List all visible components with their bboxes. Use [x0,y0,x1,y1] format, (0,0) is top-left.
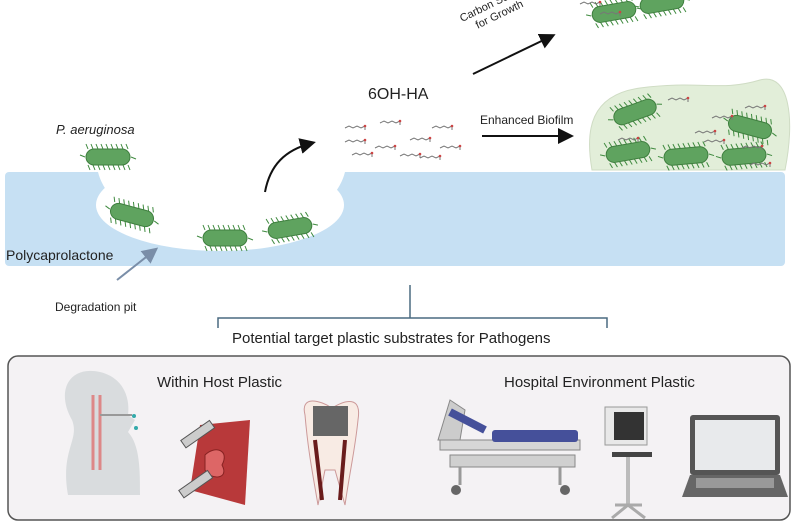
molecule-icon [431,125,453,130]
organism-label: P. aeruginosa [56,122,135,137]
oxygen-atom [713,129,717,133]
oxygen-atom [760,144,764,148]
oxygen-atom [636,136,640,140]
molecule-icon [351,152,373,157]
molecule-icon [379,120,401,125]
monitor-stand-icon [604,406,652,520]
oxygen-atom [398,119,402,123]
bacteria-group [79,0,777,252]
bracket [217,285,608,328]
bacterium-icon [79,143,137,171]
oxygen-atom [438,154,442,158]
molecule-icon [399,153,421,158]
molecule-group [344,0,772,167]
degradation-pit-label: Degradation pit [55,300,137,314]
bacterium-icon [585,0,643,29]
oxygen-atom [722,138,726,142]
head-tube-icon [64,370,140,495]
molecule-icon [374,145,396,150]
oxygen-atom [598,0,602,4]
bacterium-icon [715,141,773,171]
oxygen-atom [730,114,734,118]
bacterium-icon [105,196,159,234]
molecule-icon [344,125,366,130]
compound-label: 6OH-HA [368,86,429,103]
pit-arrow [116,247,159,281]
oxygen-atom [393,144,397,148]
laptop-icon [682,415,788,497]
bacterium-icon [607,93,663,131]
bacterium-icon [261,211,319,245]
molecule-icon [419,155,441,160]
oxygen-atom [618,10,622,14]
hospital-bed-icon [437,399,581,495]
hospital-env-title: Hospital Environment Plastic [504,374,695,391]
molecule-icon [409,137,431,142]
oxygen-atom [370,151,374,155]
oxygen-atom [363,124,367,128]
oxygen-atom [763,104,767,108]
oxygen-atom [768,161,772,165]
oxygen-atom [418,152,422,156]
tooth-implant-icon [303,400,360,506]
enhanced-biofilm-label: Enhanced Biofilm [480,113,574,127]
target-title: Potential target plastic substrates for … [232,330,551,347]
within-host-title: Within Host Plastic [157,374,283,391]
oxygen-atom [450,124,454,128]
arrow-up-curve [264,138,316,193]
bacterium-icon [196,224,254,252]
oxygen-atom [428,136,432,140]
bacterium-icon [657,141,715,171]
bacterium-icon [599,135,657,169]
bacterium-icon [723,108,777,146]
heart-valve-icon [178,419,250,505]
bacterium-icon [633,0,691,20]
oxygen-atom [686,96,690,100]
molecule-icon [344,139,366,144]
substrate-label: Polycaprolactone [6,247,114,263]
molecule-icon [439,145,461,150]
oxygen-atom [458,144,462,148]
carbon-source-arrow [472,33,556,75]
oxygen-atom [363,138,367,142]
